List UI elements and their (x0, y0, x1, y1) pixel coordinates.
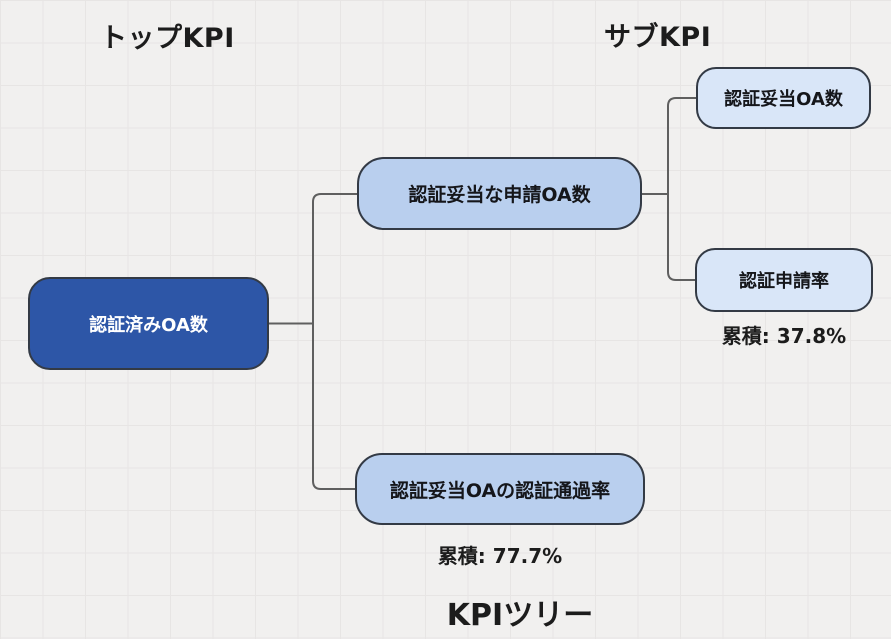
connector-trunk-left (312, 193, 357, 490)
node-branch-valid-request-oa-count[interactable]: 認証妥当な申請OA数 (357, 157, 642, 230)
node-label: 認証妥当OA数 (724, 89, 843, 110)
node-branch-certification-pass-rate[interactable]: 認証妥当OAの認証通過率 (355, 453, 645, 525)
connector-trunk-right (667, 97, 696, 281)
node-label: 認証申請率 (739, 271, 829, 292)
node-leaf-valid-oa-count[interactable]: 認証妥当OA数 (696, 67, 871, 129)
diagram-title: KPIツリー (446, 598, 594, 633)
node-label: 認証妥当OAの認証通過率 (389, 479, 611, 502)
node-label: 認証済みOA数 (89, 314, 208, 336)
cumulative-value-request-rate: 累積: 37.8% (721, 324, 847, 348)
node-label: 認証妥当な申請OA数 (408, 184, 591, 206)
node-leaf-request-rate[interactable]: 認証申請率 (695, 248, 873, 312)
cumulative-value-pass-rate: 累積: 77.7% (437, 544, 563, 568)
column-header-top-kpi: トップKPI (100, 23, 235, 54)
node-root-certified-oa-count[interactable]: 認証済みOA数 (28, 277, 269, 370)
column-header-sub-kpi: サブKPI (604, 22, 712, 53)
